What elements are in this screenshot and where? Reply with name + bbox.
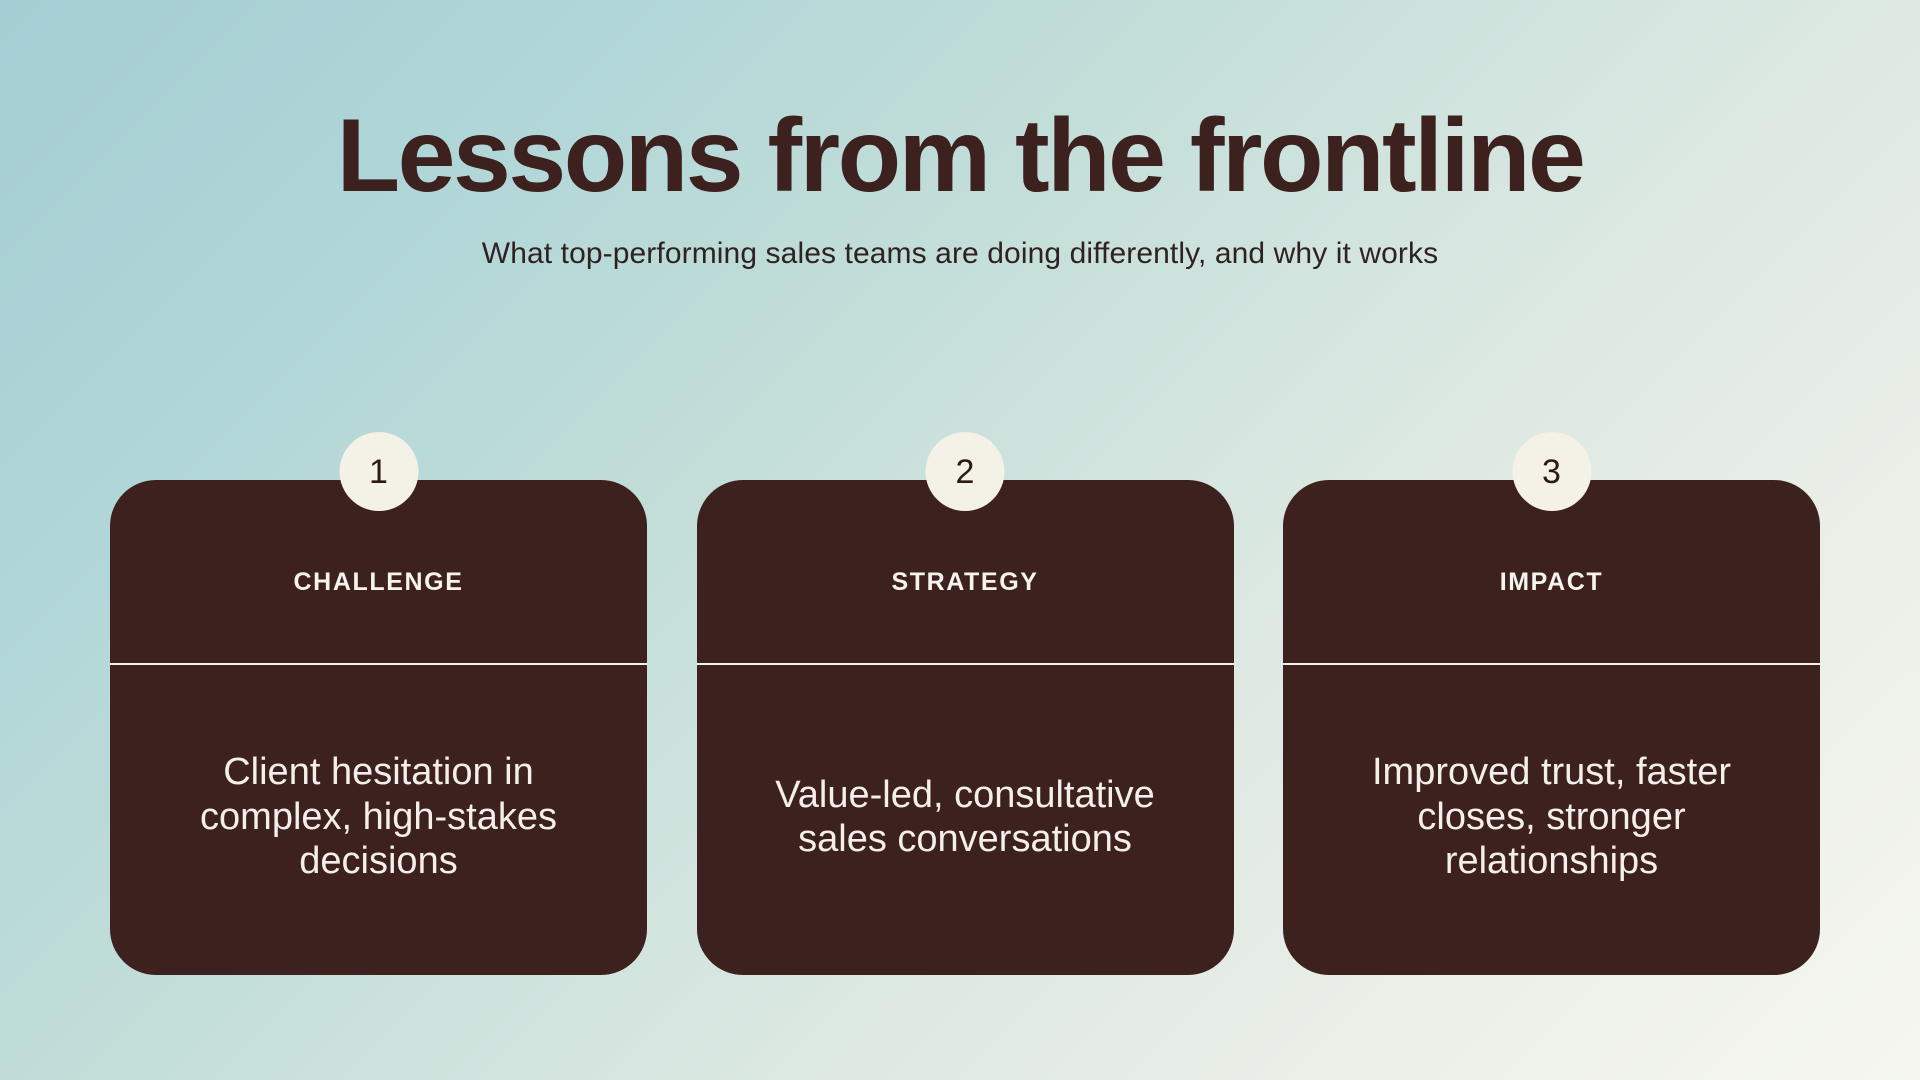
cards-row: 1 CHALLENGE Client hesitation in complex… bbox=[110, 432, 1820, 975]
card-impact: 3 IMPACT Improved trust, faster closes, … bbox=[1283, 432, 1820, 975]
card-label: IMPACT bbox=[1499, 568, 1604, 596]
card-description: Client hesitation in complex, high-stake… bbox=[200, 751, 557, 883]
card-header: CHALLENGE bbox=[110, 480, 647, 665]
card-strategy: 2 STRATEGY Value-led, consultative sales… bbox=[696, 432, 1234, 975]
card-description: Improved trust, faster closes, stronger … bbox=[1371, 751, 1731, 883]
page-title: Lessons from the frontline bbox=[336, 98, 1586, 214]
card-label: CHALLENGE bbox=[293, 568, 464, 596]
card-label: STRATEGY bbox=[891, 568, 1039, 596]
card-challenge: 1 CHALLENGE Client hesitation in complex… bbox=[110, 432, 647, 975]
card-body: Value-led, consultative sales conversati… bbox=[697, 665, 1234, 975]
card-body: Client hesitation in complex, high-stake… bbox=[110, 665, 647, 975]
card-header: IMPACT bbox=[1283, 480, 1820, 665]
page-subtitle: What top-performing sales teams are doin… bbox=[481, 237, 1439, 270]
card-badge-number: 3 bbox=[1512, 432, 1591, 511]
card-badge-number: 1 bbox=[339, 432, 418, 511]
card-header: STRATEGY bbox=[696, 480, 1234, 665]
card-body: Improved trust, faster closes, stronger … bbox=[1283, 665, 1820, 975]
header: Lessons from the frontline What top-perf… bbox=[0, 0, 1920, 272]
card-description: Value-led, consultative sales conversati… bbox=[775, 773, 1155, 860]
card-badge-number: 2 bbox=[925, 432, 1005, 511]
